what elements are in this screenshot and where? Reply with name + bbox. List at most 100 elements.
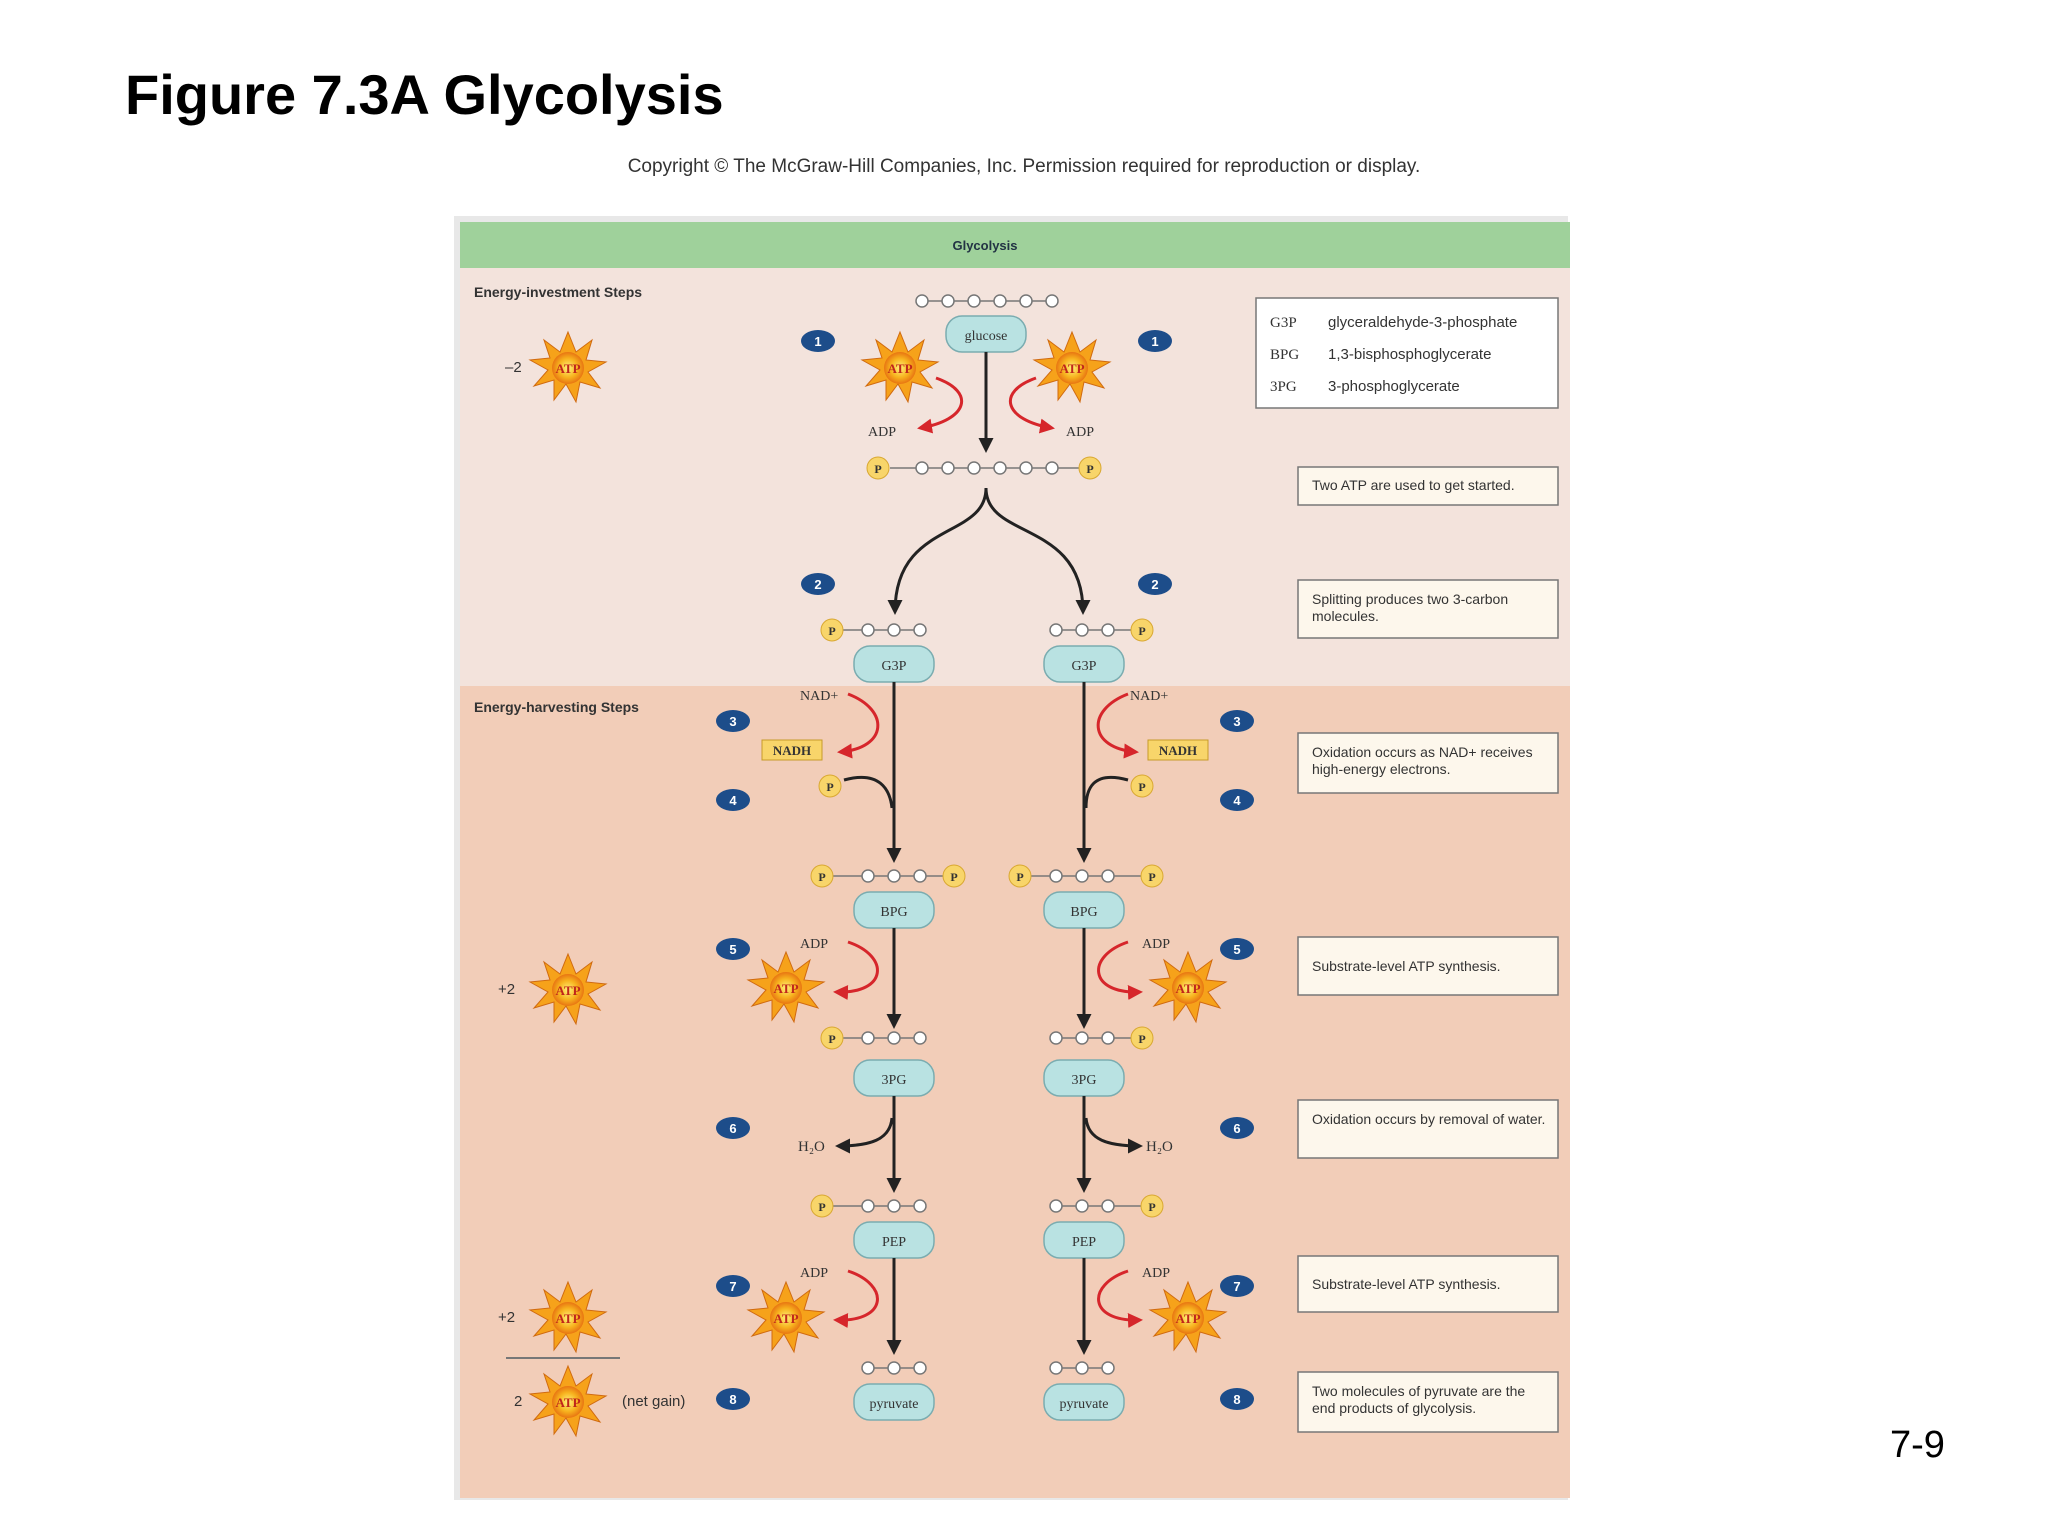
- atp-sun-step7-left: ATP: [746, 1280, 826, 1354]
- arrow-phosphate-right: [1084, 775, 1129, 809]
- pyruvate-chain-left: [861, 1361, 927, 1375]
- svg-text:P: P: [828, 624, 835, 638]
- svg-text:3: 3: [729, 714, 736, 729]
- step-badge-5-left: 5: [716, 938, 750, 960]
- bpg-pill-right: BPG: [1043, 891, 1125, 929]
- glucose-carbon-chain: [915, 294, 1059, 308]
- svg-text:Oxidation occurs by removal of: Oxidation occurs by removal of water.: [1312, 1111, 1545, 1127]
- nadh-badge-right: NADH: [1147, 739, 1209, 761]
- split-arrow-right: [984, 487, 1091, 615]
- legend-term-bpg: 1,3-bisphosphoglycerate: [1328, 346, 1491, 363]
- svg-text:ATP: ATP: [1175, 1311, 1200, 1326]
- svg-text:ATP: ATP: [1175, 981, 1200, 996]
- svg-text:P: P: [1148, 870, 1155, 884]
- water-label-left: H₂O: [798, 1139, 825, 1155]
- svg-text:6: 6: [1233, 1121, 1240, 1136]
- svg-text:P: P: [874, 462, 881, 476]
- glucose-pill: glucose: [945, 315, 1027, 353]
- tally-minus2: –2: [505, 359, 522, 376]
- svg-text:5: 5: [729, 942, 736, 957]
- red-arrow-atp-left: [917, 376, 964, 434]
- pep-pill-left: PEP: [853, 1221, 935, 1259]
- svg-text:P: P: [1138, 624, 1145, 638]
- legend-abbr-bpg: BPG: [1270, 347, 1299, 363]
- abbreviation-legend: G3P glyceraldehyde-3-phosphate BPG 1,3-b…: [1255, 297, 1559, 409]
- phosphate-in-left: P: [818, 774, 842, 798]
- pep-chain-left: P: [810, 1194, 927, 1218]
- pyruvate-pill-right: pyruvate: [1043, 1383, 1125, 1421]
- svg-text:ATP: ATP: [773, 1311, 798, 1326]
- nad-label-left: NAD+: [800, 689, 838, 704]
- svg-text:4: 4: [729, 793, 737, 808]
- step-badge-4-right: 4: [1220, 789, 1254, 811]
- svg-text:P: P: [1016, 870, 1023, 884]
- svg-text:6: 6: [729, 1121, 736, 1136]
- svg-text:3PG: 3PG: [1072, 1073, 1097, 1088]
- svg-text:P: P: [818, 870, 825, 884]
- legend-abbr-g3p: G3P: [1270, 315, 1297, 331]
- svg-text:P: P: [828, 1032, 835, 1046]
- pep-pill-right: PEP: [1043, 1221, 1125, 1259]
- fructose-bisphosphate-chain: P P: [866, 456, 1102, 480]
- svg-text:P: P: [1138, 1032, 1145, 1046]
- svg-text:1: 1: [814, 334, 821, 349]
- svg-text:P: P: [1148, 1200, 1155, 1214]
- red-arrow-atp-right: [1008, 376, 1055, 434]
- svg-text:Substrate-level ATP synthesis.: Substrate-level ATP synthesis.: [1312, 1276, 1501, 1292]
- svg-text:G3P: G3P: [1072, 659, 1097, 674]
- step-badge-3-left: 3: [716, 710, 750, 732]
- nadh-badge-left: NADH: [761, 739, 823, 761]
- step-badge-6-left: 6: [716, 1117, 750, 1139]
- svg-text:BPG: BPG: [880, 905, 907, 920]
- svg-text:NADH: NADH: [773, 743, 811, 758]
- note-oxidation-water: Oxidation occurs by removal of water.: [1297, 1099, 1559, 1159]
- red-arrow-nad-right: [1096, 692, 1139, 759]
- g3p-chain-left: P: [820, 618, 927, 642]
- bpg-chain-left: P P: [810, 864, 966, 888]
- net-gain-label: (net gain): [622, 1393, 685, 1410]
- section-investment: Energy-investment Steps: [474, 284, 642, 300]
- svg-text:4: 4: [1233, 793, 1241, 808]
- svg-text:7: 7: [729, 1279, 736, 1294]
- svg-text:ATP: ATP: [555, 1395, 580, 1410]
- harvesting-panel: [460, 686, 1570, 1498]
- g3p-chain-right: P: [1049, 618, 1154, 642]
- g3p-pill-left: G3P: [853, 645, 935, 683]
- step-badge-7-left: 7: [716, 1275, 750, 1297]
- adp-label-right: ADP: [1066, 425, 1094, 440]
- atp-sun-tally-plus2-b: ATP: [528, 1280, 608, 1354]
- 3pg-chain-left: P: [820, 1026, 927, 1050]
- svg-text:BPG: BPG: [1070, 905, 1097, 920]
- red-arrow-step5-left: [833, 940, 879, 1000]
- svg-text:Splitting produces two 3-carbo: Splitting produces two 3-carbonmolecules…: [1312, 591, 1508, 624]
- tally-net: 2: [514, 1393, 522, 1410]
- svg-text:glucose: glucose: [965, 329, 1008, 344]
- svg-text:Two ATP are used to get starte: Two ATP are used to get started.: [1312, 477, 1515, 493]
- svg-text:P: P: [950, 870, 957, 884]
- svg-text:ATP: ATP: [555, 983, 580, 998]
- svg-text:7: 7: [1233, 1279, 1240, 1294]
- arrow-water-right: [1084, 1117, 1143, 1154]
- svg-text:3: 3: [1233, 714, 1240, 729]
- red-arrow-step7-right: [1097, 1269, 1143, 1328]
- svg-text:ATP: ATP: [1059, 361, 1084, 376]
- slide-number: 7-9: [1890, 1424, 1945, 1466]
- svg-text:NADH: NADH: [1159, 743, 1197, 758]
- svg-text:P: P: [818, 1200, 825, 1214]
- step-badge-2-right: 2: [1138, 573, 1172, 595]
- atp-sun-step1-left: ATP: [860, 330, 940, 404]
- svg-text:P: P: [826, 780, 833, 794]
- banner-title: Glycolysis: [952, 238, 1017, 253]
- pyruvate-pill-left: pyruvate: [853, 1383, 935, 1421]
- adp-label-step5-left: ADP: [800, 937, 828, 952]
- tally-plus2-b: +2: [498, 1309, 515, 1326]
- atp-sun-net-gain: ATP: [528, 1364, 608, 1438]
- svg-text:5: 5: [1233, 942, 1240, 957]
- section-harvesting: Energy-harvesting Steps: [474, 699, 639, 715]
- svg-text:8: 8: [1233, 1392, 1240, 1407]
- atp-sun-step5-left: ATP: [746, 950, 826, 1024]
- atp-sun-tally-minus2: ATP: [528, 330, 608, 404]
